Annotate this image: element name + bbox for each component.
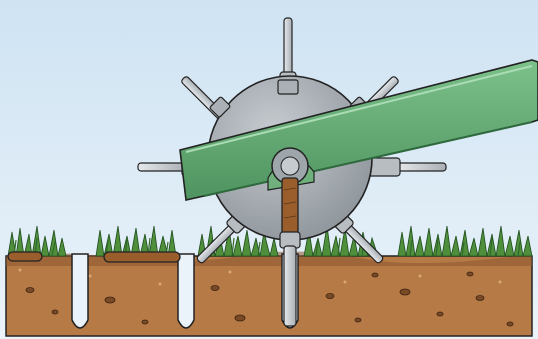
- soil-core: [104, 252, 180, 262]
- aeration-hole: [72, 254, 88, 328]
- aeration-hole: [178, 254, 194, 328]
- soil-core: [282, 178, 298, 236]
- soil-core: [8, 252, 42, 261]
- hub-bolt: [281, 157, 299, 175]
